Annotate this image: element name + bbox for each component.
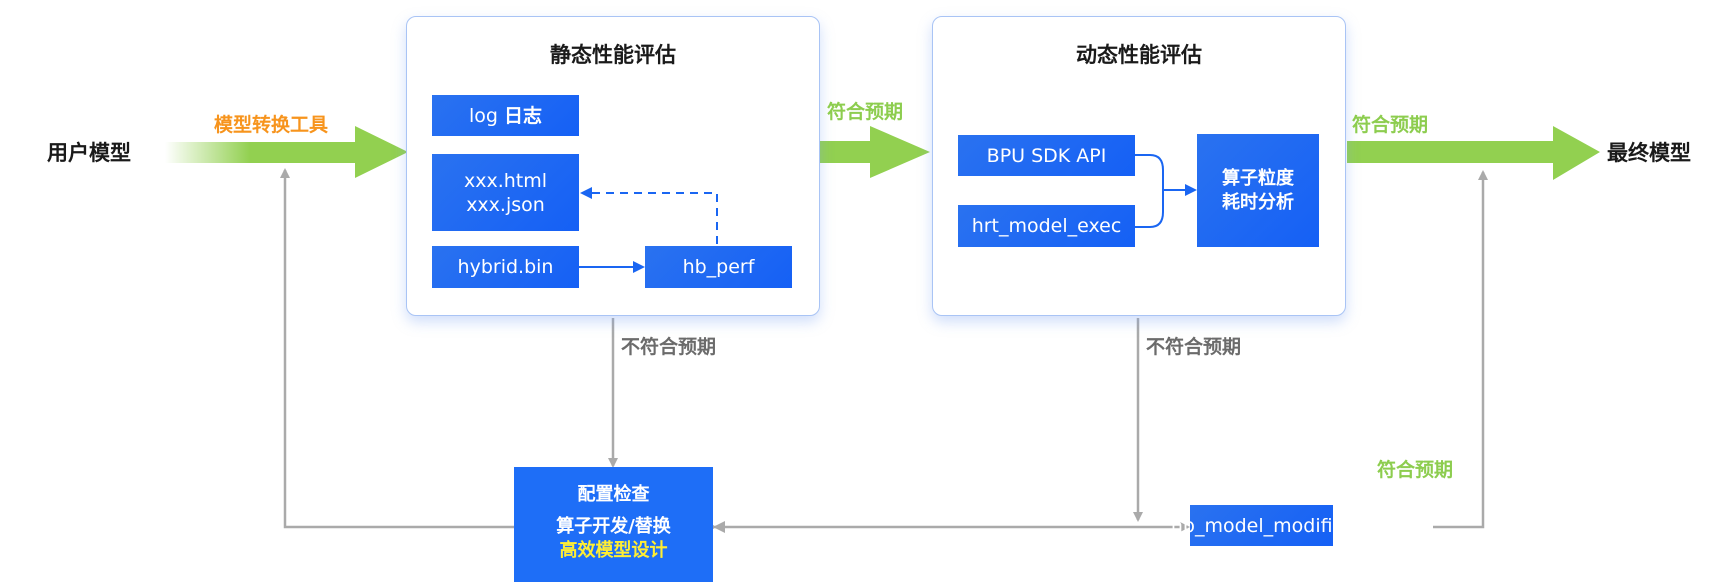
hb-perf-label: hb_perf [682,256,755,278]
log-box[interactable]: log 日志 [432,95,579,136]
output-model-label: 最终模型 [1607,141,1691,165]
dynamic-eval-title: 动态性能评估 [1076,43,1202,67]
hybrid-bin-label: hybrid.bin [457,256,554,278]
bpu-sdk-api-label: BPU SDK API [986,144,1107,167]
analysis-line-2: 耗时分析 [1222,191,1294,213]
efficient-model-design-label: 高效模型设计 [559,540,668,561]
output-file-html: xxx.html [463,169,548,192]
bpu-merge-connector [1135,154,1164,228]
pass-label-static: 符合预期 [827,101,904,123]
hb-model-modifier-box[interactable]: hb_model_modifier [1171,505,1352,546]
fail-label-dynamic: 不符合预期 [1146,336,1242,358]
input-model-label: 用户模型 [47,141,131,165]
green-arrow-input [165,126,408,178]
hrt-model-exec-box[interactable]: hrt_model_exec [958,205,1135,247]
output-files-box[interactable]: xxx.html xxx.json [432,154,579,231]
config-check-label: 配置检查 [577,484,650,505]
fail-label-static: 不符合预期 [621,336,717,358]
hb-model-modifier-label: hb_model_modifier [1170,514,1353,537]
log-suffix: 日志 [504,104,543,127]
hybrid-bin-box[interactable]: hybrid.bin [432,246,579,288]
static-eval-title: 静态性能评估 [550,43,676,67]
green-arrow-output [1347,126,1600,180]
output-file-json: xxx.json [466,193,545,216]
operator-dev-label: 算子开发/替换 [556,516,671,537]
pass-label-modifier: 符合预期 [1377,459,1454,481]
feedback-line-left [280,168,514,529]
modifier-to-output-line [1433,170,1488,529]
hb-perf-box[interactable]: hb_perf [645,246,792,288]
arrowhead-left [713,521,725,533]
optimization-box[interactable]: 配置检查 算子开发/替换 高效模型设计 [514,467,713,582]
hbperf-to-files-dashed-arrow [580,187,718,244]
pass-label-dynamic: 符合预期 [1352,114,1429,136]
conversion-tool-label: 模型转换工具 [214,114,329,136]
operator-timing-analysis-box[interactable]: 算子粒度 耗时分析 [1197,134,1319,247]
analysis-line-1: 算子粒度 [1222,167,1294,189]
green-arrow-static-to-dynamic [820,126,930,178]
log-prefix: log [468,104,498,127]
hrt-model-exec-label: hrt_model_exec [971,215,1122,237]
bpu-sdk-api-box[interactable]: BPU SDK API [958,135,1135,176]
